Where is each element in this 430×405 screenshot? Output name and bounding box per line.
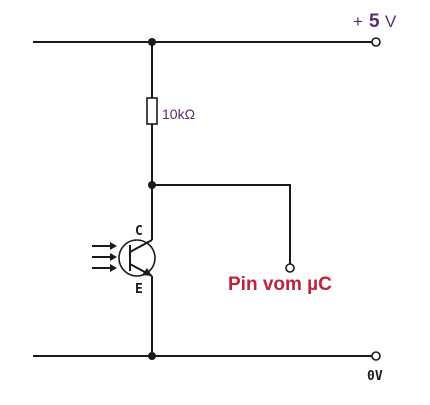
resistor-body <box>146 97 158 125</box>
light-arrow-1-head-icon <box>110 242 117 250</box>
phototransistor-symbol <box>118 238 156 277</box>
light-arrow-3-head-icon <box>110 264 117 272</box>
ground-label: 0V <box>367 369 383 384</box>
supply-terminal[interactable] <box>371 37 381 47</box>
pin-terminal[interactable] <box>285 263 295 273</box>
signal-wire <box>152 184 291 264</box>
resistor-value-label: 10kΩ <box>162 106 195 122</box>
collector-label: C <box>135 224 143 239</box>
light-arrows <box>92 242 117 272</box>
supply-value-label: 5 <box>369 11 380 32</box>
emitter-arrow-icon <box>142 268 152 276</box>
emitter-label: E <box>135 282 143 297</box>
supply-plus-label: + <box>353 12 363 31</box>
supply-unit-label: V <box>385 12 397 31</box>
phototransistor-body <box>118 239 156 277</box>
ground-terminal[interactable] <box>371 351 381 361</box>
pin-label: Pin vom µC <box>228 274 332 295</box>
phototransistor-collector-lead <box>129 239 153 253</box>
light-arrow-2-head-icon <box>110 253 117 261</box>
